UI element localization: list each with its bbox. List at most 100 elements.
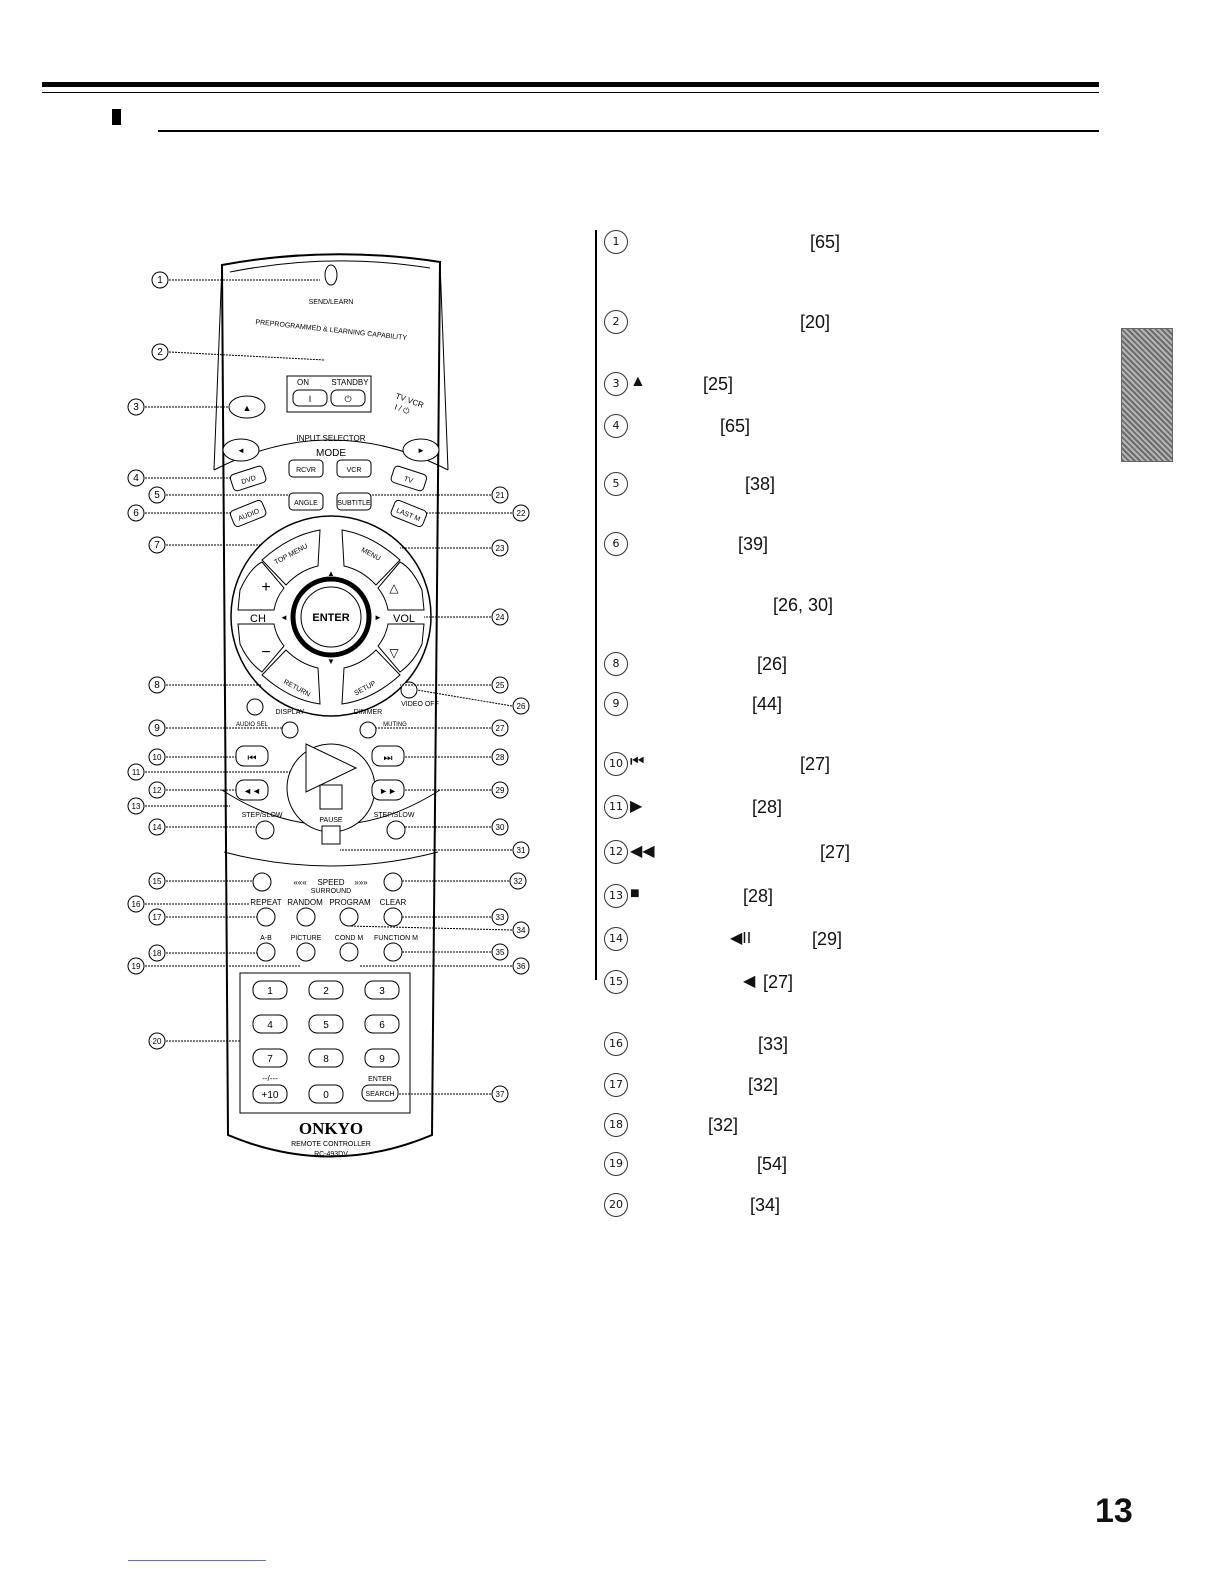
vol-down-button <box>377 623 425 673</box>
callout-number: 16 <box>132 900 141 909</box>
legend-symbol: ▲ <box>630 373 646 390</box>
callout-number: 20 <box>153 1037 162 1046</box>
svg-text:PROGRAM: PROGRAM <box>329 898 371 907</box>
legend-page-ref: [34] <box>750 1195 781 1215</box>
callout-circle <box>127 957 145 975</box>
legend-page-ref: [27] <box>800 754 831 774</box>
digit-label: 9 <box>379 1054 385 1065</box>
svg-text:◄◄: ◄◄ <box>243 786 261 796</box>
svg-text:▼: ▼ <box>327 657 335 666</box>
callout-number: 21 <box>496 491 505 500</box>
callout-circle <box>512 841 530 859</box>
svg-text:▲: ▲ <box>243 403 252 413</box>
svg-text:DIMMER: DIMMER <box>354 709 382 716</box>
callout-circle <box>491 486 509 504</box>
callout-number: 28 <box>496 753 505 762</box>
digit-button <box>364 1048 400 1068</box>
svg-text:DISPLAY: DISPLAY <box>275 709 304 716</box>
callout-circle <box>151 271 169 289</box>
svg-text:−: − <box>261 644 270 661</box>
callout-circle <box>127 895 145 913</box>
svg-text:⏻: ⏻ <box>344 394 351 404</box>
digit-button <box>364 980 400 1000</box>
menu-button <box>341 529 401 586</box>
digit-label: 4 <box>267 1020 273 1031</box>
legend-number: 1 <box>604 230 628 254</box>
legend-page-ref: [38] <box>745 474 776 494</box>
digit-button <box>252 1084 288 1104</box>
speed-up-button <box>383 872 403 892</box>
enter-button <box>300 586 362 648</box>
svg-text:CLEAR: CLEAR <box>380 898 407 907</box>
legend-number: 10 <box>604 752 628 776</box>
svg-text:»»»: »»» <box>354 878 368 887</box>
callout-circle <box>491 1085 509 1103</box>
legend-list: 1[65]2[20]3▲[25]4[65]5[38]6[39][26, 30]8… <box>600 0 1100 1300</box>
svg-text:STEP/SLOW: STEP/SLOW <box>374 812 415 819</box>
footer-link-line <box>128 1560 266 1561</box>
digit-button <box>252 980 288 1000</box>
callout-circle <box>148 536 166 554</box>
callout-circle <box>491 908 509 926</box>
legend-page-ref: [20] <box>800 312 831 332</box>
callout-number: 35 <box>496 948 505 957</box>
callout-circle <box>127 398 145 416</box>
muting-button <box>359 721 377 739</box>
callout-number: 15 <box>153 877 162 886</box>
callout-number: 26 <box>517 702 526 711</box>
svg-text:◄: ◄ <box>280 613 288 622</box>
input-selector-label: INPUT SELECTOR <box>296 434 365 443</box>
svg-text:►: ► <box>374 613 382 622</box>
callout-circle <box>148 748 166 766</box>
ch-up-button <box>237 561 285 611</box>
callout-number: 18 <box>153 949 162 958</box>
svg-text:SPEED: SPEED <box>317 878 344 887</box>
callout-number: 4 <box>133 473 139 484</box>
digit-button <box>252 1048 288 1068</box>
digit-button <box>252 1014 288 1034</box>
callout-circle <box>148 1032 166 1050</box>
legend-page-ref: [44] <box>752 694 783 714</box>
callout-number: 23 <box>496 544 505 553</box>
digit-button <box>308 1048 344 1068</box>
svg-text:+: + <box>261 579 270 596</box>
legend-page-ref: [32] <box>748 1075 779 1095</box>
callout-number: 8 <box>154 680 160 691</box>
legend-symbol: ◀◀ <box>630 843 655 860</box>
legend-number: 15 <box>604 970 628 994</box>
svg-text:AUDIO SEL: AUDIO SEL <box>236 722 269 728</box>
callout-circle <box>491 539 509 557</box>
legend-page-ref: [33] <box>758 1034 789 1054</box>
svg-text:REMOTE CONTROLLER: REMOTE CONTROLLER <box>291 1141 371 1148</box>
svg-text:SUBTITLE: SUBTITLE <box>337 500 371 507</box>
svg-text:REPEAT: REPEAT <box>250 898 282 907</box>
legend-page-ref: [28] <box>743 886 774 906</box>
callout-number: 7 <box>154 540 160 551</box>
legend-page-ref: [29] <box>812 929 843 949</box>
legend-number: 18 <box>604 1113 628 1137</box>
callout-circle <box>148 908 166 926</box>
svg-text:⏮: ⏮ <box>248 753 257 764</box>
callout-number: 17 <box>153 913 162 922</box>
legend-divider <box>595 230 597 980</box>
legend-page-ref: [32] <box>708 1115 739 1135</box>
callout-circle <box>491 719 509 737</box>
header-rule-thick <box>42 82 1099 87</box>
svg-text:►: ► <box>417 446 425 455</box>
legend-number: 3 <box>604 372 628 396</box>
callout-leader <box>168 351 326 361</box>
legend-symbol: ◀II <box>730 930 752 947</box>
callout-number: 37 <box>496 1090 505 1099</box>
callout-leader <box>416 689 513 707</box>
callout-circle <box>491 676 509 694</box>
callout-number: 33 <box>496 913 505 922</box>
stop-button <box>319 784 343 810</box>
page-number: 13 <box>1095 1492 1133 1530</box>
callout-number: 9 <box>154 723 160 734</box>
digit-label: 7 <box>267 1054 273 1065</box>
ffwd-button <box>371 779 405 801</box>
callout-leader <box>348 925 513 931</box>
step-back-button <box>255 820 275 840</box>
legend-page-ref: [26] <box>757 654 788 674</box>
